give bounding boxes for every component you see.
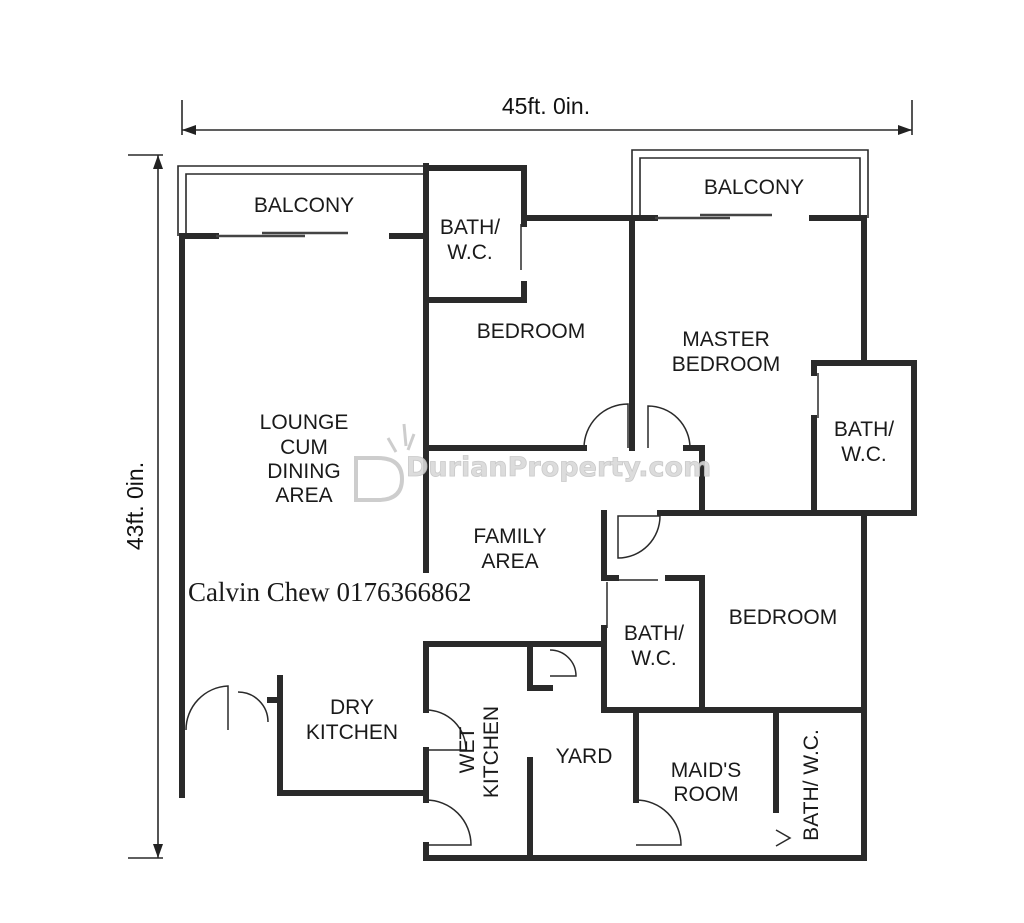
agent-credit: Calvin Chew 0176366862	[188, 577, 472, 607]
family-area-label-line1: FAMILY	[473, 525, 546, 548]
sliding-door-master	[655, 213, 772, 220]
family-area-label-line2: AREA	[481, 550, 538, 573]
room-labels: BALCONY BALCONY BATH/ W.C. BEDROOM MASTE…	[254, 176, 894, 841]
dry-kitchen-label-line1: DRY	[330, 696, 374, 719]
balcony-right-outline	[631, 149, 869, 218]
watermark-text: DurianProperty.com	[406, 452, 711, 483]
lounge-label-line1: LOUNGE	[260, 411, 349, 434]
lounge-label-line4: AREA	[275, 484, 332, 507]
sliding-door-lounge	[216, 231, 348, 238]
dry-kitchen-label-line2: KITCHEN	[306, 721, 398, 744]
maids-room-label-line2: ROOM	[673, 783, 738, 806]
wet-kitchen-label-line2: KITCHEN	[480, 706, 503, 798]
bath-maid-label: BATH/ W.C.	[800, 729, 823, 841]
durian-d-logo-icon	[354, 423, 416, 502]
bath-top-label-line1: BATH/	[440, 216, 500, 239]
lounge-label-line3: DINING	[267, 460, 341, 483]
depth-dimension: 43ft. 0in.	[122, 154, 163, 859]
walls	[179, 163, 917, 861]
balcony-left-outline	[177, 165, 426, 236]
bath-master-label-line2: W.C.	[841, 443, 887, 466]
balcony-right-label: BALCONY	[704, 176, 804, 199]
master-bedroom-label-line1: MASTER	[682, 328, 770, 351]
maids-room-label-line1: MAID'S	[671, 759, 742, 782]
bath-master-label-line1: BATH/	[834, 418, 894, 441]
bedroom-top-label: BEDROOM	[477, 320, 586, 343]
bath-middle-label-line1: BATH/	[624, 622, 684, 645]
bath-top-label-line2: W.C.	[447, 241, 493, 264]
width-dimension: 45ft. 0in.	[181, 93, 913, 135]
master-bedroom-label-line2: BEDROOM	[672, 353, 781, 376]
width-dimension-label: 45ft. 0in.	[502, 93, 590, 119]
doors	[185, 224, 819, 847]
yard-label: YARD	[556, 745, 613, 768]
depth-dimension-label: 43ft. 0in.	[122, 462, 148, 550]
lounge-label-line2: CUM	[280, 436, 328, 459]
bath-middle-label-line2: W.C.	[631, 647, 677, 670]
balcony-left-label: BALCONY	[254, 194, 354, 217]
wet-kitchen-label-line1: WET	[456, 727, 479, 774]
watermark: DurianProperty.com	[354, 423, 712, 502]
bedroom-right-label: BEDROOM	[729, 606, 838, 629]
